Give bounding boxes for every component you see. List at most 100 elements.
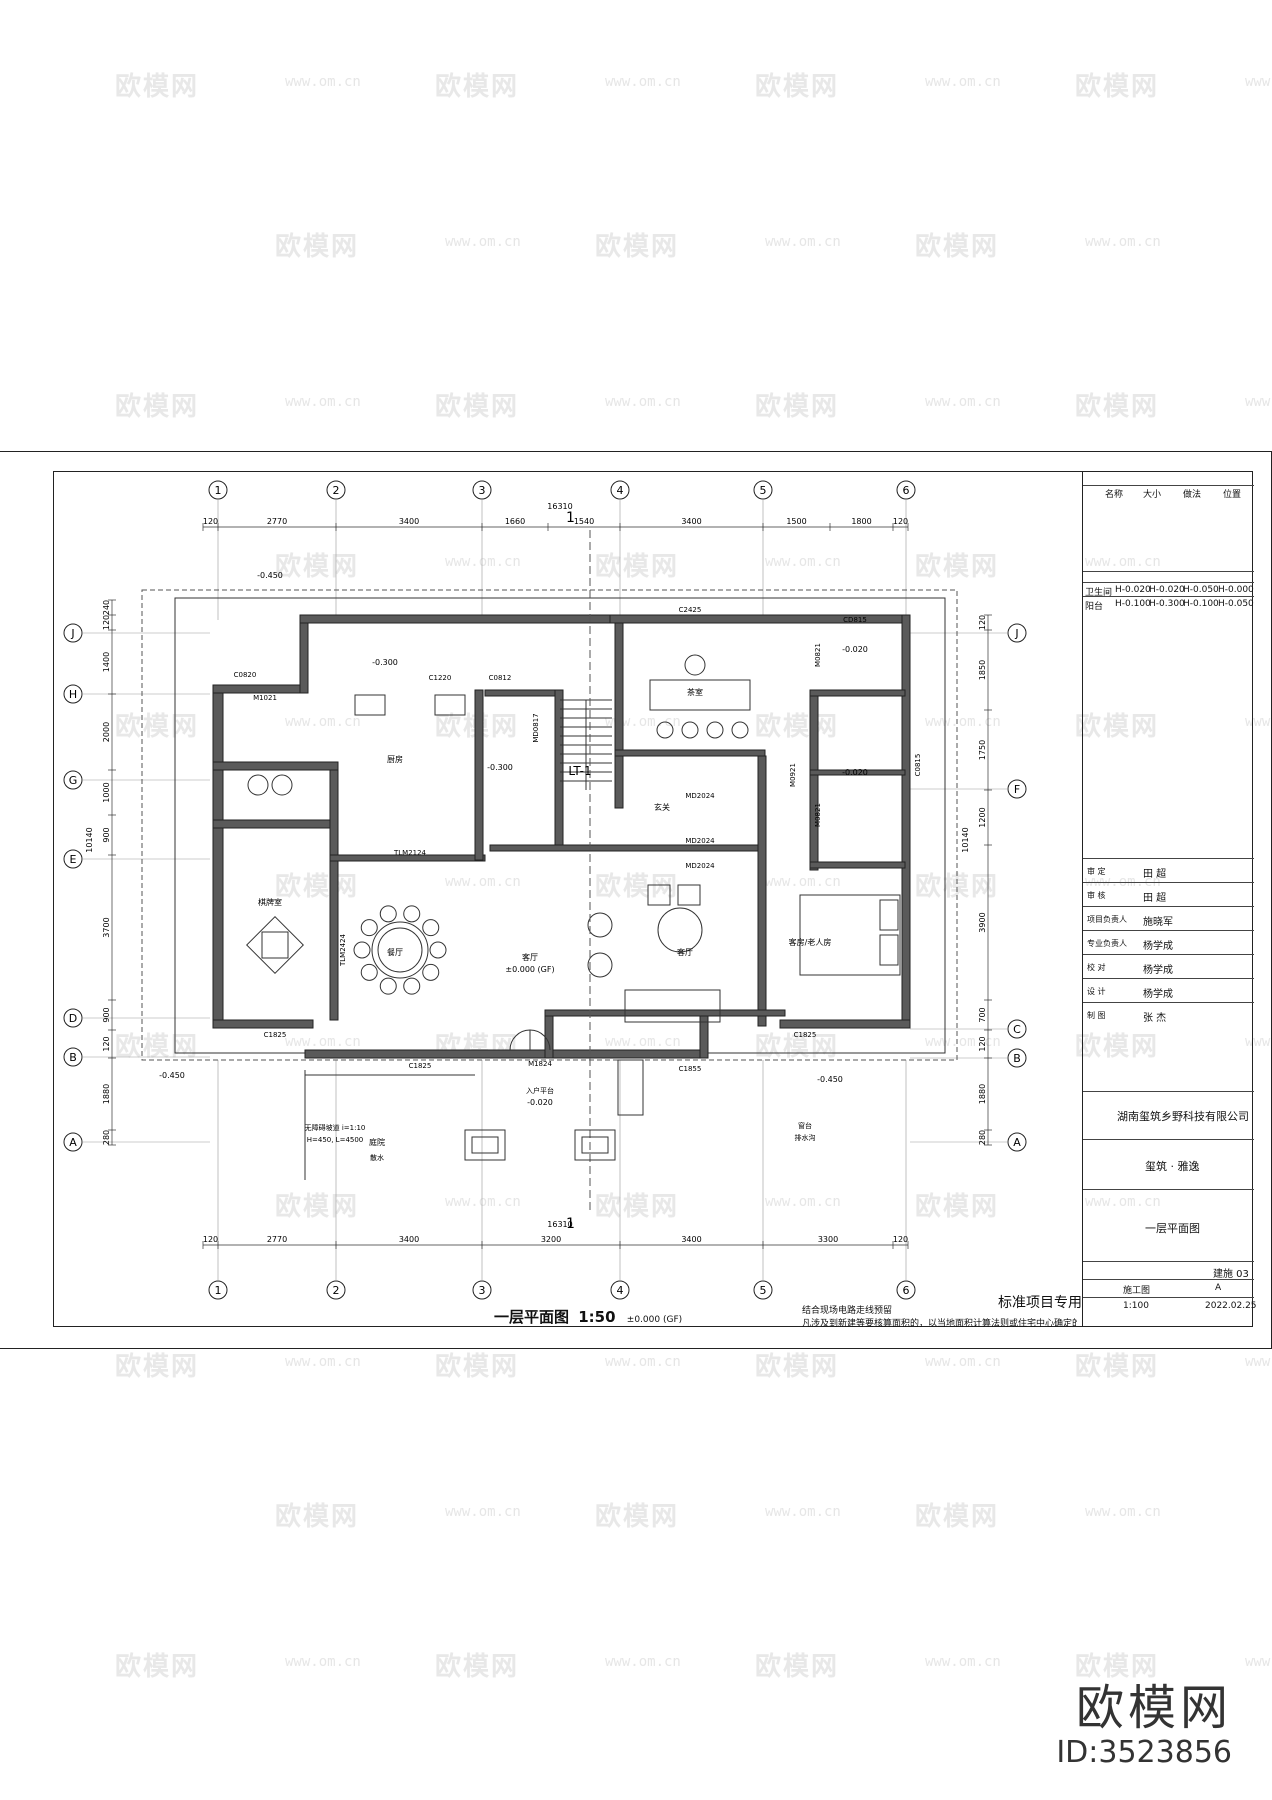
watermark-brand: 欧模网 <box>435 392 520 422</box>
dining-table <box>371 921 429 979</box>
dimension-value: 900 <box>102 827 111 842</box>
grid-bubble-bottom <box>610 1280 630 1300</box>
watermark-brand: 欧模网 <box>275 1502 360 1532</box>
bed <box>799 894 901 976</box>
watermark-url: www.om.cn <box>605 1654 681 1670</box>
dimension-value: 120 <box>978 1036 987 1051</box>
watermark-url: www.om.cn <box>285 1034 361 1050</box>
dimension-value: 1000 <box>102 782 111 802</box>
dimension-value: 3200 <box>541 1235 561 1244</box>
drawing-number: 建施 03 <box>1213 1269 1249 1280</box>
grid-bubble-top <box>610 480 630 500</box>
finish-cell: H-0.300 <box>1149 599 1185 609</box>
dimension-value: 280 <box>102 1130 111 1145</box>
dining-chair <box>360 919 378 937</box>
watermark-brand: 欧模网 <box>755 1352 840 1382</box>
watermark-url: www.om.cn <box>1085 554 1161 570</box>
watermark-brand: 欧模网 <box>1075 72 1160 102</box>
dimension-value: 120 <box>203 517 218 526</box>
dimension-value: 1880 <box>102 1084 111 1104</box>
drawing-date: 2022.02.25 <box>1205 1301 1257 1311</box>
dimension-total: 16310 <box>547 502 572 511</box>
watermark-url: www.om.cn <box>445 234 521 250</box>
room-label-mahjong: 棋牌室 <box>258 897 282 907</box>
grid-bubble-bottom <box>208 1280 228 1300</box>
mahjong-table <box>246 916 304 974</box>
drawing-frame <box>53 471 1253 1327</box>
plan-annotation: 散水 <box>370 1153 384 1162</box>
dimension-value: 2770 <box>267 1235 287 1244</box>
grid-label-right: F <box>1014 783 1020 796</box>
grid-label-bottom: 1 <box>215 1284 222 1297</box>
level-label: -0.300 <box>372 658 398 667</box>
project-name: 玺筑 · 雅逸 <box>1145 1160 1200 1173</box>
watermark-url: www.om.cn <box>1085 1504 1161 1520</box>
finish-cell: H-0.050 <box>1183 585 1219 595</box>
level-label: -0.020 <box>842 645 868 654</box>
watermark-url: www.om.cn <box>285 1654 361 1670</box>
bottom-note-1: 结合现场电路走线预留 <box>802 1306 893 1316</box>
watermark-url: www.om.cn <box>925 1654 1001 1670</box>
grid-label-bottom: 6 <box>903 1284 910 1297</box>
grid-label-bottom: 2 <box>333 1284 340 1297</box>
dimension-value: 2770 <box>267 517 287 526</box>
watermark-brand: 欧模网 <box>915 872 1000 902</box>
level-label: -0.450 <box>257 571 283 580</box>
watermark-brand: 欧模网 <box>915 232 1000 262</box>
section-mark-bottom: 1 <box>566 1216 575 1232</box>
level-label: -0.020 <box>527 1098 553 1107</box>
finish-cell: H-0.100 <box>1183 599 1219 609</box>
door-window-label: TLM2424 <box>339 933 347 967</box>
watermark-brand: 欧模网 <box>595 1192 680 1222</box>
signature-role: 项目负责人 <box>1087 915 1127 924</box>
dimension-value: 120 <box>893 517 908 526</box>
dimension-value: 3300 <box>818 1235 838 1244</box>
door-window-label: M0821 <box>814 643 822 667</box>
drawing-stage: 施工图 <box>1123 1286 1151 1296</box>
dining-chair <box>353 941 371 959</box>
dimension-value: 120 <box>203 1235 218 1244</box>
drawing-name: 一层平面图 <box>1145 1222 1200 1235</box>
watermark-brand: 欧模网 <box>115 392 200 422</box>
grid-label-left: J <box>70 627 74 640</box>
watermark-url: www.om.cn <box>765 234 841 250</box>
grid-bubble-top <box>753 480 773 500</box>
watermark-url: www.om.cn <box>1245 74 1272 90</box>
signature-name: 田 超 <box>1143 893 1167 904</box>
grid-label-top: 4 <box>617 484 624 497</box>
grid-label-top: 3 <box>479 484 486 497</box>
finish-cell: H-0.000 <box>1218 585 1254 595</box>
finish-cell: H-0.100 <box>1115 599 1151 609</box>
watermark-brand: 欧模网 <box>435 1652 520 1682</box>
company-row: 湖南玺筑乡野科技有限公司 <box>1083 1091 1254 1139</box>
grid-bubble-top <box>472 480 492 500</box>
door-window-label: C0812 <box>489 674 512 682</box>
watermark-brand: 欧模网 <box>1075 1032 1160 1062</box>
dimension-value: 1200 <box>978 807 987 827</box>
room-label-dining: 餐厅 <box>387 948 403 957</box>
grid-bubble-bottom <box>753 1280 773 1300</box>
watermark-url: www.om.cn <box>445 1504 521 1520</box>
watermark-brand: 欧模网 <box>275 552 360 582</box>
company-name: 湖南玺筑乡野科技有限公司 <box>1117 1110 1249 1123</box>
door-window-label: C0820 <box>234 671 257 679</box>
watermark-brand: 欧模网 <box>595 232 680 262</box>
dimension-value: 120 <box>978 615 987 630</box>
grid-label-left: E <box>70 853 77 866</box>
scale-row: 1:100 2022.02.25 <box>1083 1297 1257 1315</box>
title-block: 名称 大小 做法 位置 卫生间 H-0.020 H-0.020 H-0.050 … <box>1082 471 1257 1327</box>
drawing-name-row: 一层平面图 <box>1083 1189 1254 1261</box>
dimension-value: 1880 <box>978 1084 987 1104</box>
drawing-no-row: 建施 03 <box>1083 1261 1254 1280</box>
stage-row: 施工图 A <box>1083 1279 1254 1297</box>
watermark-brand: 欧模网 <box>755 392 840 422</box>
signature-row: 校 对杨学成 <box>1083 954 1254 978</box>
watermark-url: www.om.cn <box>1245 1034 1272 1050</box>
watermark-url: www.om.cn <box>925 74 1001 90</box>
finish-cell: H-0.050 <box>1218 599 1254 609</box>
drawing-scale-tb: 1:100 <box>1123 1301 1149 1311</box>
watermark-brand: 欧模网 <box>1075 1352 1160 1382</box>
grid-label-left: A <box>69 1136 77 1149</box>
